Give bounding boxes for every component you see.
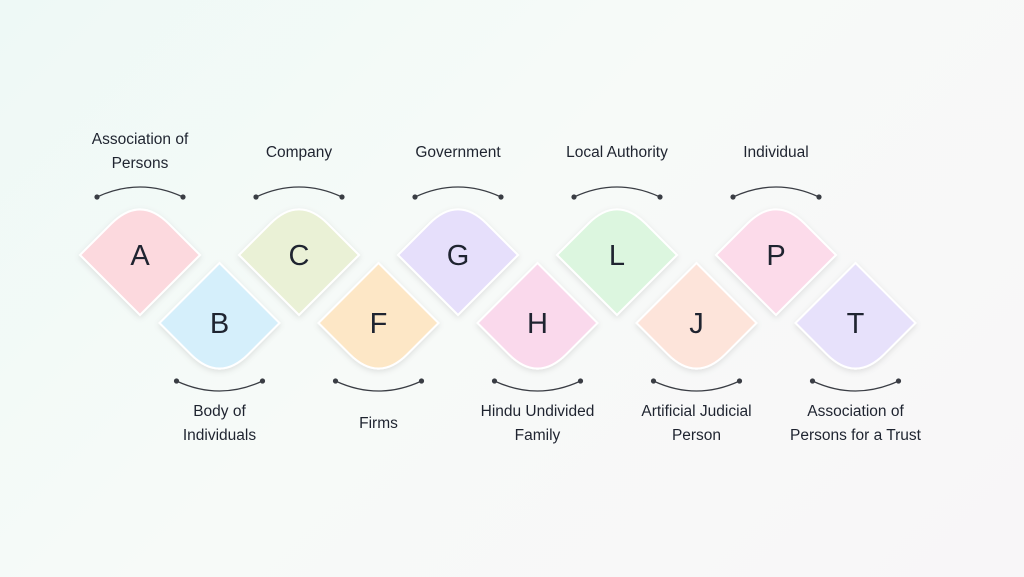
connector-dot-p-left — [730, 194, 736, 200]
diamond-letter-c: C — [289, 240, 310, 272]
connector-arc-g — [414, 186, 502, 198]
connector-dot-j-left — [650, 378, 657, 384]
diamond-letter-a: A — [130, 240, 150, 272]
connector-arc-p — [732, 186, 820, 198]
connector-dot-h-right — [577, 378, 584, 384]
connector-dot-f-left — [332, 378, 339, 384]
connector-arc-f — [335, 380, 422, 392]
connector-arc-l — [573, 186, 661, 198]
diamond-j: J — [635, 261, 758, 392]
connector-dot-a-right — [180, 194, 186, 200]
diamond-g: G — [396, 186, 520, 317]
diamond-shape-g — [396, 208, 520, 317]
connector-dot-b-left — [173, 378, 180, 384]
diamond-letter-b: B — [210, 308, 229, 340]
label-c: Company — [265, 144, 333, 161]
diamond-letter-l: L — [609, 240, 625, 272]
diamond-shape-a — [78, 208, 202, 317]
connector-arc-a — [96, 186, 184, 198]
diamond-shape-t — [794, 261, 917, 370]
connector-arc-t — [812, 380, 899, 392]
diamond-f: F — [317, 261, 440, 392]
diamond-letter-p: P — [766, 240, 785, 272]
diamond-shape-h — [476, 261, 599, 370]
connector-dot-c-left — [253, 194, 259, 200]
label-p: Individual — [743, 144, 809, 161]
connector-dot-l-left — [571, 194, 577, 200]
diamond-letter-g: G — [447, 240, 470, 272]
diamond-a: A — [78, 186, 202, 317]
connector-dot-l-right — [657, 194, 663, 200]
connector-dot-j-right — [736, 378, 743, 384]
diamond-shape-b — [158, 261, 281, 370]
connector-dot-g-left — [412, 194, 418, 200]
connector-dot-t-left — [809, 378, 816, 384]
diamond-letter-j: J — [689, 308, 704, 340]
diamond-letter-t: T — [847, 308, 865, 340]
diamond-letter-h: H — [527, 308, 548, 340]
diamond-c: C — [237, 186, 361, 317]
label-l: Local Authority — [566, 144, 668, 161]
diamond-shape-c — [237, 208, 361, 317]
diamond-letter-f: F — [370, 308, 388, 340]
connector-dot-t-right — [895, 378, 902, 384]
connector-dot-f-right — [418, 378, 425, 384]
connector-arc-j — [653, 380, 740, 392]
diamond-shape-j — [635, 261, 758, 370]
connector-dot-g-right — [498, 194, 504, 200]
diamond-t: T — [794, 261, 917, 392]
diamond-shape-p — [714, 208, 838, 317]
connector-dot-c-right — [339, 194, 345, 200]
connector-arc-c — [255, 186, 343, 198]
diamond-shape-l — [555, 208, 679, 317]
connector-dot-b-right — [259, 378, 266, 384]
connector-dot-a-left — [94, 194, 100, 200]
diamond-shape-f — [317, 261, 440, 370]
label-g: Government — [415, 144, 501, 161]
label-f: Firms — [359, 415, 398, 432]
connector-arc-b — [176, 380, 263, 392]
diamond-h: H — [476, 261, 599, 392]
connector-arc-h — [494, 380, 581, 392]
diamond-l: L — [555, 186, 679, 317]
connector-dot-p-right — [816, 194, 822, 200]
diamond-p: P — [714, 186, 838, 317]
diamond-b: B — [158, 261, 281, 392]
connector-dot-h-left — [491, 378, 498, 384]
